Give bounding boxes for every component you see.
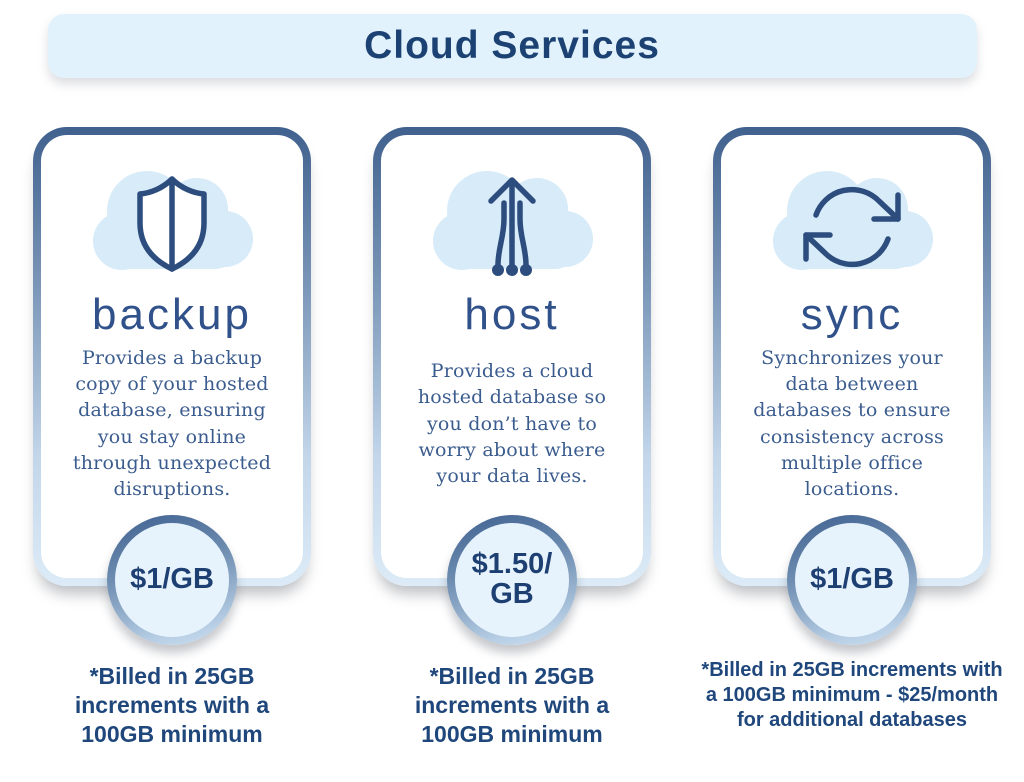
card-title: host: [464, 290, 560, 339]
card-frame: sync Synchronizes your data between data…: [713, 127, 991, 586]
service-card-sync: sync Synchronizes your data between data…: [701, 127, 1003, 749]
sync-cloud-icon: [747, 149, 957, 289]
price-text: $1/GB: [130, 563, 214, 596]
shield-cloud-icon: [67, 149, 277, 289]
service-card-backup: backup Provides a backup copy of your ho…: [33, 127, 311, 749]
billing-footnote: *Billed in 25GB increments with a 100GB …: [701, 659, 1003, 732]
card-description: Provides a backup copy of your hosted da…: [72, 347, 272, 501]
cloud-shape: [773, 171, 933, 270]
card-frame: host Provides a cloud hosted database so…: [373, 127, 651, 586]
billing-footnote: *Billed in 25GB increments with a 100GB …: [414, 663, 610, 747]
price-badge: $1/GB: [787, 515, 917, 645]
cloud-shape: [433, 171, 593, 270]
price-text: $1/GB: [810, 563, 894, 596]
price-text: $1.50/: [471, 548, 553, 581]
billing-footnote: *Billed in 25GB increments with a 100GB …: [74, 663, 270, 747]
price-badge: $1/GB: [107, 515, 237, 645]
card-description: Provides a cloud hosted database so you …: [417, 360, 607, 488]
page-title-banner: Cloud Services: [47, 14, 977, 78]
price-text-line2: GB: [490, 578, 534, 610]
card-title: backup: [92, 290, 252, 339]
upload-cloud-icon: [407, 149, 617, 289]
price-badge: $1.50/ GB: [447, 515, 577, 645]
page-title: Cloud Services: [364, 24, 660, 67]
upload-arrows-glyph: [488, 177, 536, 268]
services-row: backup Provides a backup copy of your ho…: [33, 127, 1003, 749]
sync-arrows-glyph: [803, 186, 901, 268]
card-frame: backup Provides a backup copy of your ho…: [33, 127, 311, 586]
card-description: Synchronizes your data between databases…: [753, 347, 951, 501]
service-card-host: host Provides a cloud hosted database so…: [373, 127, 651, 749]
card-title: sync: [800, 290, 904, 339]
